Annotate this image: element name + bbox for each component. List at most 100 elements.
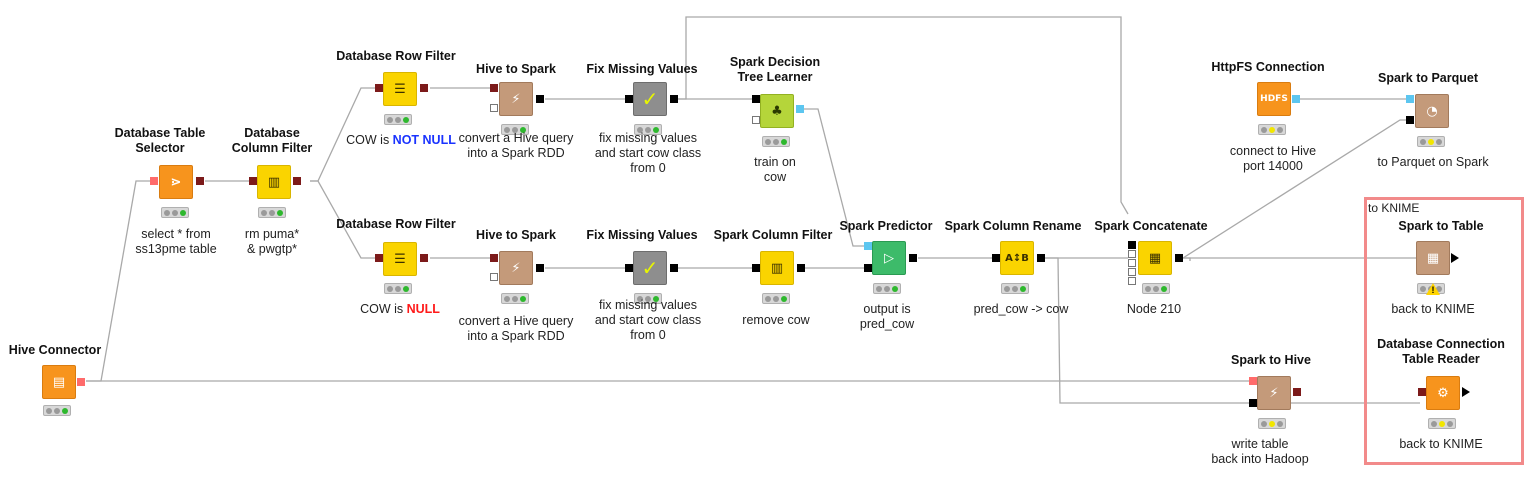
input-port-spark[interactable] — [992, 254, 1000, 262]
input-port-spark[interactable] — [752, 95, 760, 103]
input-port-model[interactable] — [864, 242, 872, 250]
input-port-optional[interactable] — [490, 273, 498, 281]
input-port-connection[interactable] — [1406, 95, 1414, 103]
input-port-spark[interactable] — [752, 264, 760, 272]
input-port-db[interactable] — [490, 84, 498, 92]
input-port-db[interactable] — [375, 254, 383, 262]
input-port-db[interactable] — [490, 254, 498, 262]
status-lights — [762, 293, 790, 304]
output-port-db[interactable] — [196, 177, 204, 185]
node-annotation: remove cow — [742, 313, 810, 327]
decision-tree-learner-icon[interactable]: ♣ — [760, 94, 794, 128]
output-port-table[interactable] — [1451, 253, 1459, 263]
node-title: Spark Column Rename — [944, 219, 1082, 233]
output-port-db[interactable] — [293, 177, 301, 185]
input-port-spark-3[interactable] — [1128, 259, 1136, 267]
concatenate-icon[interactable]: ▦ — [1138, 241, 1172, 275]
status-lights — [1428, 418, 1456, 429]
output-port-table[interactable] — [1462, 387, 1470, 397]
status-lights — [161, 207, 189, 218]
output-port-spark[interactable] — [1037, 254, 1045, 262]
status-lights — [762, 136, 790, 147]
spark-to-hive-icon[interactable]: ⚡ — [1257, 376, 1291, 410]
input-port-db[interactable] — [150, 177, 158, 185]
status-lights — [43, 405, 71, 416]
spark-to-parquet-icon[interactable]: ◔ — [1415, 94, 1449, 128]
status-lights — [873, 283, 901, 294]
node-annotation: back to KNIME — [1399, 437, 1483, 451]
output-port-spark[interactable] — [536, 264, 544, 272]
output-port-db[interactable] — [77, 378, 85, 386]
status-lights — [258, 207, 286, 218]
checkmark-icon[interactable]: ✓ — [633, 82, 667, 116]
node-title: Spark to Table — [1398, 219, 1484, 233]
wire-decision-tree-to-predictor — [804, 108, 864, 247]
hive-to-spark-icon[interactable]: ⚡ — [499, 82, 533, 116]
status-lights — [634, 124, 662, 135]
input-port-db[interactable] — [375, 84, 383, 92]
output-port-spark[interactable] — [797, 264, 805, 272]
output-port-connection[interactable] — [1292, 95, 1300, 103]
hive-to-spark-icon[interactable]: ⚡ — [499, 251, 533, 285]
wire-concatenate-to-spark-to-hive — [1183, 257, 1191, 261]
node-title: Spark Predictor — [839, 219, 933, 233]
output-port-spark[interactable] — [909, 254, 917, 262]
input-port-optional[interactable] — [752, 116, 760, 124]
status-lights — [1001, 283, 1029, 294]
node-title: HttpFS Connection — [1211, 60, 1325, 74]
output-port-spark[interactable] — [670, 264, 678, 272]
database-column-filter-icon[interactable]: ▥ — [257, 165, 291, 199]
input-port-optional[interactable] — [490, 104, 498, 112]
output-port-db[interactable] — [420, 84, 428, 92]
column-rename-icon[interactable]: A↕B — [1000, 241, 1034, 275]
database-table-selector-icon[interactable]: ⋗ — [159, 165, 193, 199]
checkmark-icon[interactable]: ✓ — [633, 251, 667, 285]
input-port-spark[interactable] — [864, 264, 872, 272]
input-port-spark[interactable] — [1249, 399, 1257, 407]
input-port-spark[interactable] — [1406, 116, 1414, 124]
wire-fix-missing-1-to-concatenate — [678, 16, 1129, 215]
output-port-db[interactable] — [1293, 388, 1301, 396]
spark-column-filter-icon[interactable]: ▥ — [760, 251, 794, 285]
node-title: Fix Missing Values — [586, 228, 698, 242]
input-port-db[interactable] — [1418, 388, 1426, 396]
output-port-db[interactable] — [420, 254, 428, 262]
database-row-filter-icon[interactable]: ☰ — [383, 242, 417, 276]
input-port-spark[interactable] — [625, 95, 633, 103]
hive-connector-icon[interactable]: ▤ — [42, 365, 76, 399]
node-annotation: Node 210 — [1126, 302, 1182, 316]
predictor-icon[interactable]: ▷ — [872, 241, 906, 275]
input-port-spark[interactable] — [625, 264, 633, 272]
database-row-filter-icon[interactable]: ☰ — [383, 72, 417, 106]
httpfs-connection-icon[interactable]: HDFS — [1257, 82, 1291, 116]
input-port-spark-2[interactable] — [1128, 250, 1136, 258]
output-port-spark[interactable] — [670, 95, 678, 103]
node-title: Fix Missing Values — [586, 62, 698, 76]
input-port-spark-4[interactable] — [1128, 268, 1136, 276]
database-table-reader-icon[interactable]: ⚙ — [1426, 376, 1460, 410]
input-port-db[interactable] — [1249, 377, 1257, 385]
output-port-model[interactable] — [796, 105, 804, 113]
output-port-spark[interactable] — [536, 95, 544, 103]
input-port-db[interactable] — [249, 177, 257, 185]
status-lights — [1258, 124, 1286, 135]
spark-to-table-icon[interactable]: ▦ — [1416, 241, 1450, 275]
node-annotation: rm puma*& pwgtp* — [244, 227, 300, 256]
node-annotation: COW is NULL — [360, 302, 440, 316]
node-title: Database Row Filter — [336, 49, 456, 63]
input-port-spark-5[interactable] — [1128, 277, 1136, 285]
input-port-spark-1[interactable] — [1128, 241, 1136, 249]
output-port-spark[interactable] — [1175, 254, 1183, 262]
node-title: Spark to Parquet — [1377, 71, 1479, 85]
wire-column-filter-to-row-filter-2 — [310, 180, 375, 259]
